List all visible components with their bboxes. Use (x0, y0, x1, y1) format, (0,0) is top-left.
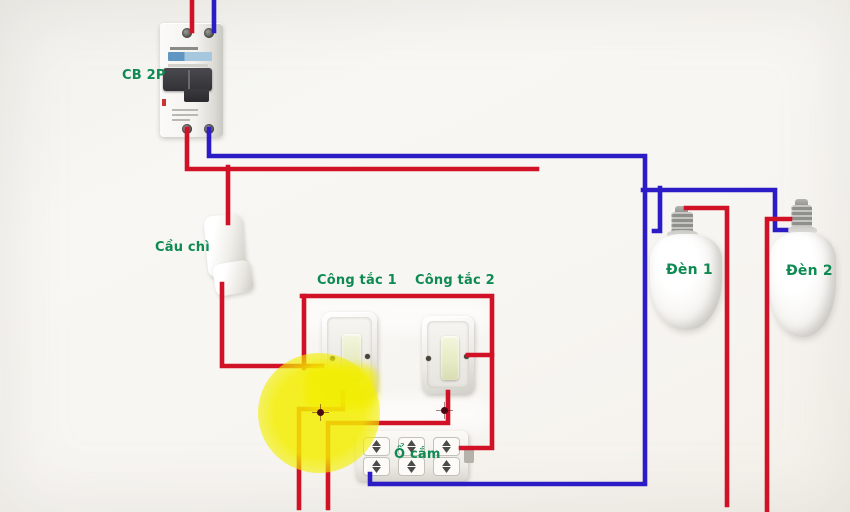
breaker-terminal-screw (204, 28, 214, 38)
breaker-text-line (172, 109, 198, 111)
wire-live-feed (184, 126, 540, 172)
lamp2-screw-cap (791, 205, 812, 229)
socket-outlet (398, 457, 425, 476)
lamp2-neck (786, 226, 817, 235)
breaker-label: CB 2P (122, 68, 166, 83)
wire-neutral-lamp1-drop (651, 185, 663, 234)
switch-rocker (441, 336, 459, 380)
breaker-brand-mark (170, 47, 198, 50)
lamp1-screw-cap (671, 212, 693, 234)
lamp1-bulb (650, 234, 722, 330)
lamp2-bulb (769, 232, 836, 337)
breaker-toggle (163, 68, 212, 91)
lamp2-cap-tip (795, 199, 808, 207)
socket-outlet (398, 437, 425, 456)
breaker-status-mark (162, 99, 166, 106)
wire-neutral-lamp-branch (640, 187, 789, 233)
wire-neutral-bus (206, 126, 648, 487)
socket-outlet (433, 457, 460, 476)
lamp1-label: Đèn 1 (666, 262, 713, 278)
fuse-label: Cầu chì (155, 240, 210, 255)
circuit-breaker (160, 23, 223, 137)
wire-lamp2-live (764, 216, 793, 512)
switch-2 (422, 316, 474, 394)
switch-screw (426, 356, 431, 361)
breaker-text-line (172, 114, 198, 116)
junction-dot (312, 404, 329, 421)
switch2-label: Công tắc 2 (415, 273, 495, 288)
socket-label: Ổ cắm (394, 447, 441, 462)
lamp1-cap-tip (675, 206, 688, 214)
wire-lamp1-live (683, 205, 730, 508)
breaker-text-line (172, 119, 190, 121)
breaker-toggle-handle (184, 89, 209, 102)
wire-live-bus (299, 293, 495, 451)
breaker-spec-line (168, 64, 208, 67)
lamp2-label: Đèn 2 (786, 263, 833, 279)
breaker-terminal-screw (182, 28, 192, 38)
breaker-toggle-divider (188, 70, 190, 89)
switch1-label: Công tắc 1 (317, 273, 397, 288)
socket-terminal (464, 446, 474, 463)
breaker-label-band (168, 52, 212, 61)
junction-dot (436, 402, 453, 419)
